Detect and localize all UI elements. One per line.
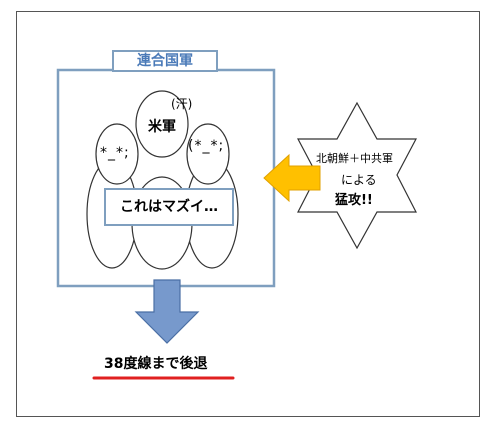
attack-arrow [263, 153, 321, 203]
retreat-label: 38度線まで後退 [104, 356, 208, 372]
coalition-title: 連合国軍 [112, 50, 218, 72]
attacker-star [297, 101, 417, 250]
face-left: *_*; [100, 145, 130, 161]
troop-oval-left-face [95, 123, 139, 185]
attacker-line-3: 猛攻!! [335, 193, 373, 208]
crisis-box: これはマズイ… [104, 188, 234, 226]
attacker-line-1: 北朝鮮＋中共軍 [316, 152, 393, 165]
face-right: (*_*; [188, 138, 225, 154]
retreat-arrow [134, 279, 200, 344]
outer-frame [16, 11, 480, 417]
attacker-line-2: による [341, 173, 377, 187]
troop-oval-right-face [186, 123, 230, 185]
sweat-label: (汗) [171, 97, 193, 111]
us-army-label: 米軍 [148, 119, 176, 135]
troop-oval-us-army [135, 90, 189, 158]
